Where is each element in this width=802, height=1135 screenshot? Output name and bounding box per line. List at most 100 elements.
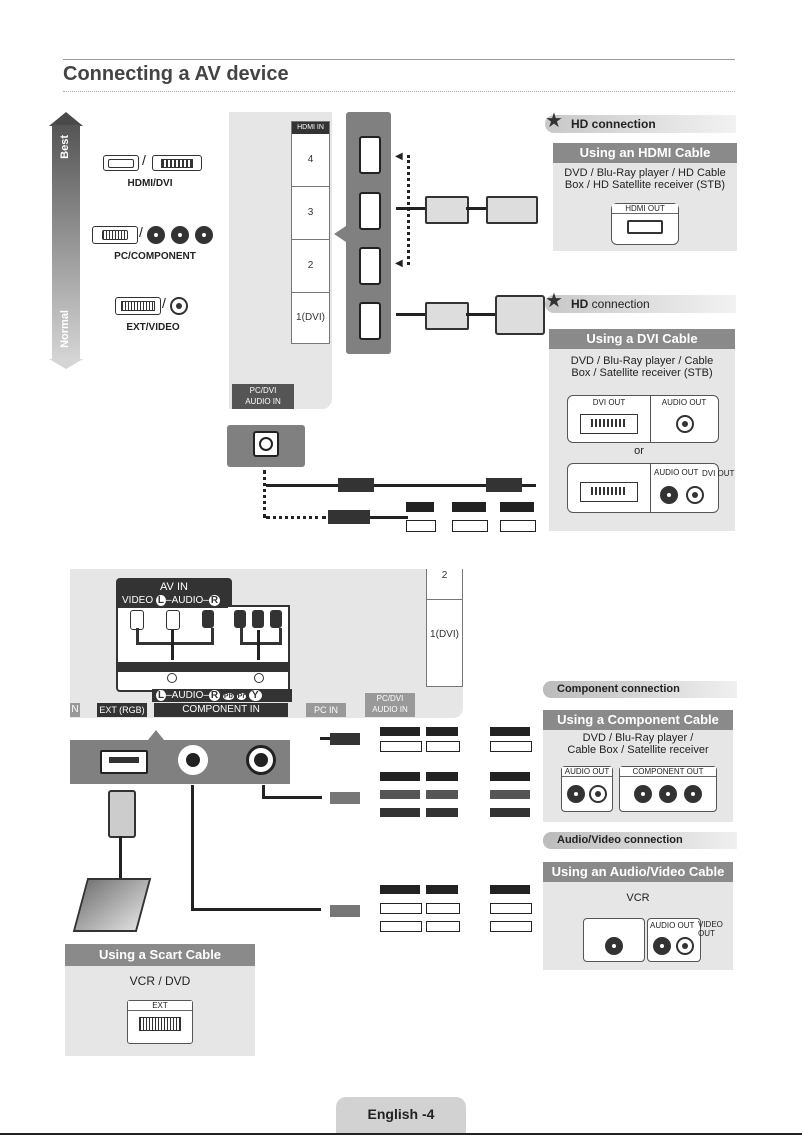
hdmi-plug-right-icon (486, 196, 538, 224)
star-icon: ★ (545, 290, 563, 312)
scart-device-label: VCR / DVD (129, 974, 191, 988)
footer-rule (0, 1133, 802, 1135)
av-in-label: AV IN (118, 580, 230, 594)
rca-plug-icon (500, 520, 536, 532)
scart-port[interactable] (100, 750, 148, 774)
hdmi-port-3[interactable] (359, 192, 381, 230)
scart-cable-card: Using a Scart Cable VCR / DVD EXT (65, 944, 255, 1056)
left-edge-label: N (70, 703, 80, 717)
dvi-out-divider (650, 396, 651, 442)
audio-cable-top (266, 484, 536, 487)
av-connection-banner: Audio/Video connection (543, 832, 737, 849)
scart-ext-label: EXT (128, 1001, 192, 1011)
av-jack-small (167, 673, 177, 683)
pc-component-label: PC/COMPONENT (114, 251, 196, 262)
dvi-out-divider (650, 464, 651, 512)
component-cable-vertical (262, 785, 265, 797)
rca-plug-comp-3 (270, 610, 282, 628)
dvi-out-box-2: AUDIO OUT (567, 463, 719, 513)
audio-out-jack (676, 415, 694, 433)
audio-plug-group (320, 727, 538, 755)
component-jack-icon (171, 226, 189, 244)
audio-in-label: AUDIO IN (245, 397, 281, 406)
hdmi-slot-2: 2 (292, 240, 329, 293)
hdmi-port-panel (346, 112, 391, 354)
component-jack-y (634, 785, 652, 803)
dvi-devices-line1: DVD / Blu-Ray player / Cable (570, 355, 714, 367)
audio-in-jack[interactable] (253, 431, 279, 457)
quality-normal-label: Normal (59, 310, 71, 348)
hdmi-slot-1dvi: 1(DVI) (296, 312, 325, 323)
dvi-cable-middle (466, 313, 496, 316)
scart-plug-icon (108, 790, 136, 838)
pb-label: Pb (222, 693, 234, 700)
comp-jack-small (254, 673, 264, 683)
hdmi-port-1-dvi[interactable] (359, 302, 381, 340)
hdmi-out-port-icon (627, 220, 663, 234)
arrow-to-port-2: ◀ (395, 258, 403, 269)
av-cable-down (171, 630, 174, 660)
component-jack-icon (147, 226, 165, 244)
pc-in-label: PC IN (306, 703, 346, 717)
rca-plug-icon (406, 502, 434, 512)
component-out-box: COMPONENT OUT (619, 766, 717, 812)
rca-plug-comp-1 (234, 610, 246, 628)
dotted-cable-hdmi (407, 155, 410, 265)
av-card-title: Using an Audio/Video Cable (543, 862, 733, 882)
quality-arrow-bottom (49, 359, 83, 369)
pc-dvi-audio-in-label: PC/DVI AUDIO IN (365, 693, 415, 717)
mini-plug-icon (328, 510, 370, 524)
or-label: or (634, 445, 644, 457)
dvi-out-port-icon (580, 414, 638, 434)
audio-l-label: L (155, 595, 167, 606)
audio-out-jack-r (686, 486, 704, 504)
audio-out-label: AUDIO OUT (654, 398, 714, 407)
dvi-out-label: DVI OUT (576, 398, 642, 407)
pc-dvi-audio-label-box: PC/DVI AUDIO IN (232, 384, 294, 409)
video-jack-icon (170, 297, 188, 315)
pc-dvi-audio-jack-box (227, 425, 305, 467)
rca-plug-comp-2 (252, 610, 264, 628)
arrow-to-port-4: ◀ (395, 151, 403, 162)
hd-bold-label: HD (571, 297, 589, 311)
hdmi-port-4[interactable] (359, 136, 381, 174)
component-audio-out-label: AUDIO OUT (562, 767, 612, 777)
panel-pointer (334, 226, 346, 242)
dotted-cable-audio-h (266, 516, 326, 519)
rca-plug-icon (452, 502, 486, 512)
av-cable-horizontal (191, 908, 321, 911)
hdmi-port-2[interactable] (359, 247, 381, 285)
header-rule (63, 59, 735, 60)
av-audio-jack-r (676, 937, 694, 955)
component-audio-out-box: AUDIO OUT (561, 766, 613, 812)
component-plug-group (320, 772, 538, 822)
panel-pointer-bottom (148, 730, 164, 740)
av-in-jack[interactable] (178, 745, 208, 775)
audio-r-label-2: R (208, 690, 221, 701)
hdmi-connector-icon (103, 155, 139, 171)
rca-plug-audio-l (166, 610, 180, 630)
scart-cable (119, 836, 122, 880)
av-split-cable (136, 628, 214, 645)
dvi-out-port-icon (580, 482, 638, 502)
video-label: VIDEO (122, 595, 154, 606)
component-in-jack[interactable] (246, 745, 276, 775)
page-footer: English -4 (336, 1097, 466, 1135)
hdmi-slot-4: 4 (292, 134, 329, 187)
dvi-devices-line2: Box / Satellite receiver (STB) (571, 367, 713, 379)
dvi-out-label-2: DVI OUT (702, 469, 735, 478)
audio-mid-label-2: –AUDIO– (166, 690, 209, 701)
audio-l-label-2: L (156, 690, 167, 701)
audio-jack-r (589, 785, 607, 803)
audio-mid-label: –AUDIO– (166, 595, 209, 606)
hdmi-slot-column: HDMI IN 4 3 2 1(DVI) (291, 121, 330, 344)
component-card-title: Using a Component Cable (543, 710, 733, 730)
slot-1dvi-label: 1(DVI) (430, 629, 459, 640)
component-jack-icon (195, 226, 213, 244)
component-cable-horizontal (262, 796, 322, 799)
comp-cable-down (257, 630, 260, 660)
audio-out-label-2: AUDIO OUT (654, 468, 699, 477)
av-audio-out-label: AUDIO OUT (650, 921, 695, 930)
hdmi-devices-line2: Box / HD Satellite receiver (STB) (564, 179, 726, 191)
av-video-out-label: VIDEO OUT (698, 920, 723, 938)
